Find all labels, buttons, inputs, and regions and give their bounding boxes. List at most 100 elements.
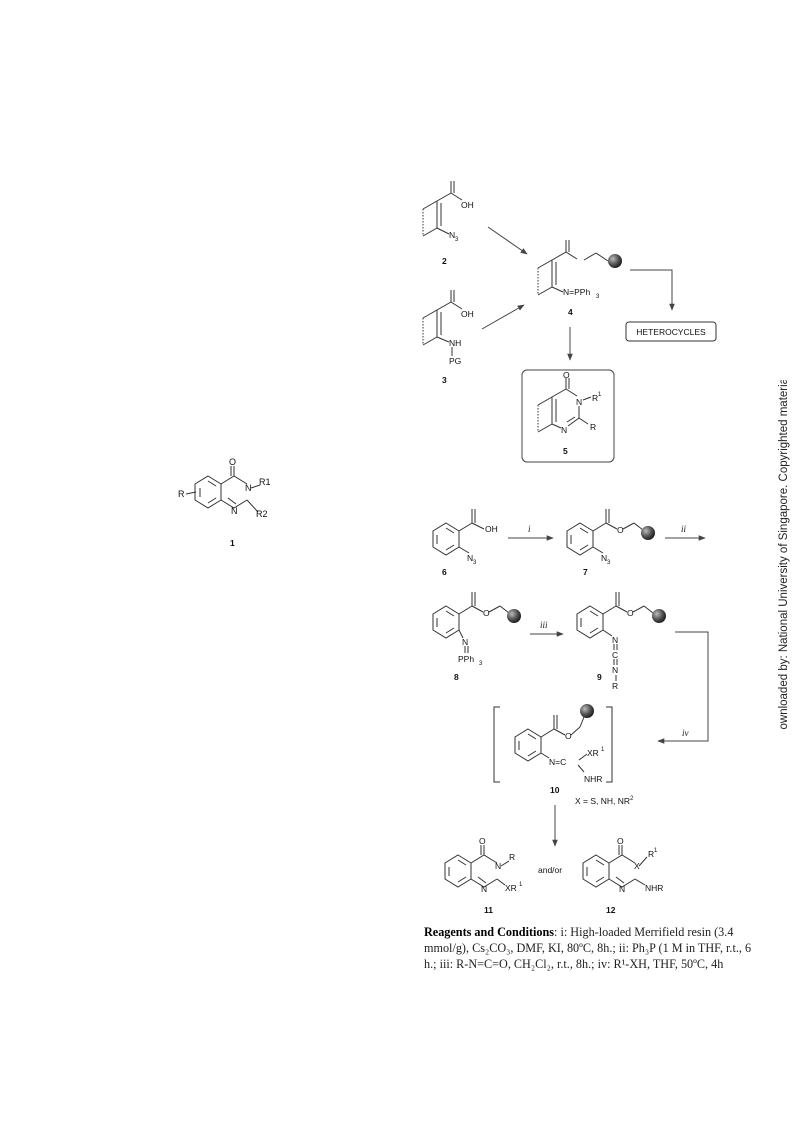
c10-nhr: NHR xyxy=(584,774,602,784)
watermark-text: Downloaded by: National University of Si… xyxy=(778,380,790,730)
c3-pg: PG xyxy=(449,356,461,366)
arrow-step-iv xyxy=(657,631,709,744)
compound-7-structure xyxy=(566,509,644,556)
c5-r1-sup: 1 xyxy=(598,392,602,398)
c10-xr: XR xyxy=(587,748,599,758)
c12-number: 12 xyxy=(606,905,616,915)
compound-5-structure xyxy=(537,378,592,433)
compound-8-structure xyxy=(432,592,510,653)
c5-r2: R xyxy=(590,422,596,432)
caption-heading: Reagents and Conditions xyxy=(424,925,555,939)
c10-xr-sup: 1 xyxy=(601,747,605,753)
c4-number: 4 xyxy=(568,307,573,317)
c5-r1: R xyxy=(592,393,598,403)
compound-1-labels: R O N R1 N R2 1 xyxy=(178,457,271,548)
c11-n1: N xyxy=(481,884,487,894)
step-iii-label: iii xyxy=(540,620,548,630)
c3-number: 3 xyxy=(442,375,447,385)
c1-r2-label: R2 xyxy=(256,509,268,519)
c3-nh: NH xyxy=(449,338,461,348)
c12-r1-sup: 1 xyxy=(654,848,658,854)
c7-o: O xyxy=(617,525,624,535)
c11-o: O xyxy=(479,836,486,846)
c12-r1: R xyxy=(648,849,654,859)
compound-1-structure xyxy=(185,466,261,513)
resin-bead-8 xyxy=(507,609,521,623)
compound-2-structure xyxy=(422,181,463,237)
compound-3-structure xyxy=(422,290,463,356)
c5-n1: N xyxy=(561,425,567,435)
compound-2-labels: OH N 3 2 xyxy=(442,200,474,266)
compound-6-structure xyxy=(432,509,485,556)
c11-n3: N xyxy=(495,861,501,871)
c12-o: O xyxy=(617,836,624,846)
c11-r: R xyxy=(509,852,515,862)
c7-n3-sub: 3 xyxy=(607,560,611,566)
step-ii-label: ii xyxy=(681,524,687,534)
c11-number: 11 xyxy=(484,905,493,915)
and-or-label: and/or xyxy=(538,865,562,875)
compound-12-structure xyxy=(582,845,648,888)
compound-4-labels: N=PPh 3 4 xyxy=(563,287,600,317)
c1-n1-label: N xyxy=(231,506,238,516)
compound-10-labels: O N=C XR 1 NHR 10 xyxy=(549,731,605,795)
c7-number: 7 xyxy=(583,567,588,577)
reagents-caption: Reagents and Conditions: i: High-loaded … xyxy=(424,924,754,972)
c10-number: 10 xyxy=(550,785,560,795)
c9-number: 9 xyxy=(597,672,602,682)
heterocycles-label: HETEROCYCLES xyxy=(636,327,706,337)
compound-7-labels: O N 3 7 xyxy=(583,525,624,577)
c1-r-label: R xyxy=(178,489,185,499)
c5-o: O xyxy=(563,370,570,380)
heterocycles-box xyxy=(625,321,717,342)
resin-bead-4 xyxy=(608,254,622,268)
c9-c: C xyxy=(612,650,618,660)
c8-o: O xyxy=(483,608,490,618)
compound-9-structure xyxy=(576,592,654,681)
compound-8-labels: O N PPh 3 8 xyxy=(454,608,490,682)
copyright-watermark: Downloaded by: National University of Si… xyxy=(778,380,790,730)
c10-nc: N=C xyxy=(549,757,566,767)
c6-oh: OH xyxy=(485,524,498,534)
compound-6-labels: OH N 3 6 xyxy=(442,524,498,577)
c6-n3-sub: 3 xyxy=(473,560,477,566)
compound-12-labels: O X R 1 N NHR 12 xyxy=(606,836,663,915)
x-definition: X = S, NH, NR2 xyxy=(575,796,634,806)
compound-10-structure xyxy=(514,715,588,773)
c8-pph3-sub: 3 xyxy=(479,661,483,667)
c6-n3: N xyxy=(467,553,473,563)
compound-9-labels: O N C N R 9 xyxy=(597,608,634,691)
c9-n2: N xyxy=(612,665,618,675)
step-i-label: i xyxy=(528,524,531,534)
step-iv-label: iv xyxy=(682,728,689,738)
c7-n3: N xyxy=(601,553,607,563)
compound-4-structure xyxy=(537,240,609,296)
compound-10-brackets xyxy=(493,706,613,783)
c4-ylide-sub: 3 xyxy=(596,294,600,300)
c4-ylide: N=PPh xyxy=(563,287,590,297)
compound-5-box xyxy=(521,369,615,463)
c1-number: 1 xyxy=(230,538,235,548)
c12-n1: N xyxy=(619,884,625,894)
c1-r1-label: R1 xyxy=(259,477,271,487)
c5-number: 5 xyxy=(563,446,568,456)
compound-3-labels: OH NH PG 3 xyxy=(442,309,474,385)
caption-body: : i: High-loaded Merrifield resin (3.4 m… xyxy=(424,925,752,971)
c2-n3-sub: 3 xyxy=(455,237,459,243)
c2-oh: OH xyxy=(461,200,474,210)
c11-xr: XR xyxy=(505,883,517,893)
c8-n: N xyxy=(462,637,468,647)
scheme1-arrows xyxy=(481,226,675,361)
c6-number: 6 xyxy=(442,567,447,577)
c9-n1: N xyxy=(612,635,618,645)
c5-n3: N xyxy=(576,397,582,407)
c8-number: 8 xyxy=(454,672,459,682)
resin-bead-7 xyxy=(641,526,655,540)
c1-o-label: O xyxy=(229,457,236,467)
c2-number: 2 xyxy=(442,256,447,266)
c8-pph3: PPh xyxy=(458,654,474,664)
c9-o: O xyxy=(627,608,634,618)
resin-bead-9 xyxy=(652,609,666,623)
resin-bead-10 xyxy=(580,704,594,718)
